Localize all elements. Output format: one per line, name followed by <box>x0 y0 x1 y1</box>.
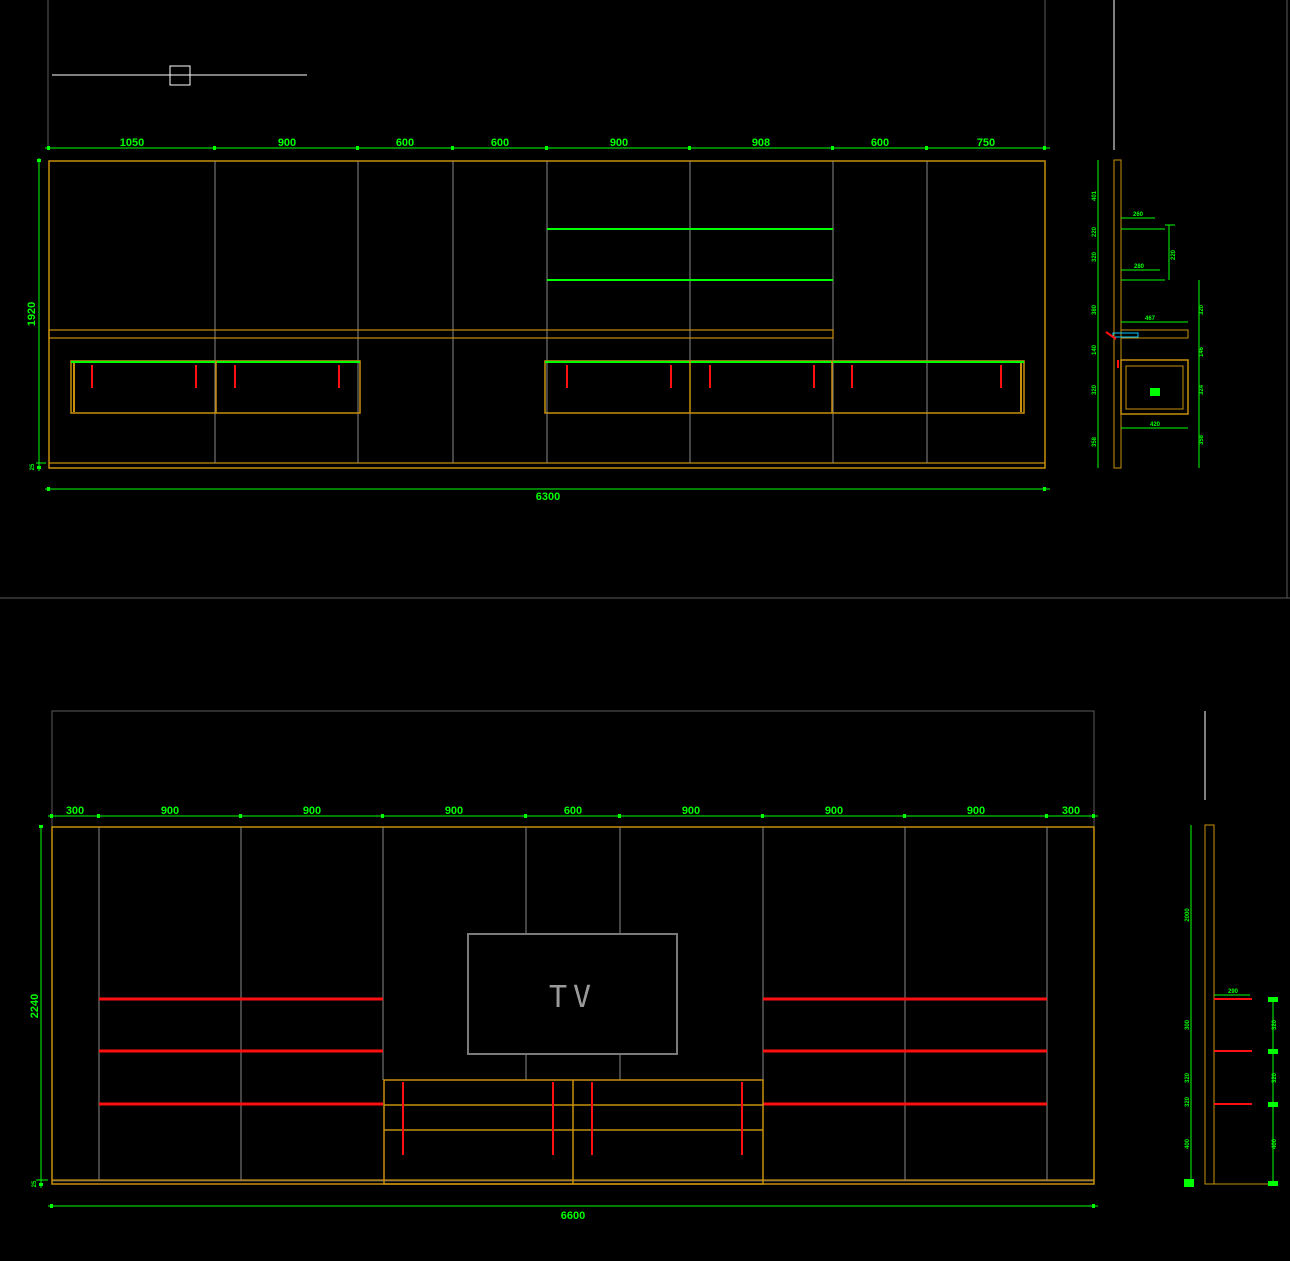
dim-label: 908 <box>752 137 770 149</box>
dim-label: 280 <box>1134 264 1145 270</box>
dim-label: 750 <box>977 137 995 149</box>
dim-label: 900 <box>161 805 179 817</box>
dim-label: 324 <box>1199 384 1205 395</box>
dim-label: 400 <box>1185 1138 1191 1149</box>
total-width-label: 6300 <box>536 491 560 503</box>
dim-label: 900 <box>682 805 700 817</box>
top-dimension-labels: 1050 900 600 600 900 908 600 750 <box>120 137 995 149</box>
dim-label: 401 <box>1092 190 1098 201</box>
dim-label: 140 <box>1092 344 1098 355</box>
dim-label: 358 <box>1199 434 1205 445</box>
dim-label: 900 <box>445 805 463 817</box>
height-label: 1920 <box>26 302 38 326</box>
dim-label: 600 <box>871 137 889 149</box>
dim-label: 380 <box>1092 304 1098 315</box>
dim-label: 900 <box>967 805 985 817</box>
elevation-2: TV <box>29 710 1098 1222</box>
dim-label: 358 <box>1092 436 1098 447</box>
dim-label: 600 <box>396 137 414 149</box>
dim-label: 467 <box>1145 316 1156 322</box>
dim-label: 300 <box>66 805 84 817</box>
dim-label: 420 <box>1150 422 1161 428</box>
dim-label: 1050 <box>120 137 144 149</box>
tv-cabinet[interactable] <box>383 1079 764 1185</box>
dim-label: 146 <box>1199 346 1205 357</box>
dim-label: 320 <box>1092 384 1098 395</box>
dim-label: 300 <box>1185 1019 1191 1030</box>
dim-label: 900 <box>610 137 628 149</box>
dim-label: 320 <box>1272 1072 1278 1083</box>
handles <box>402 1082 743 1155</box>
panel-divisions <box>214 161 928 463</box>
tv-screen[interactable]: TV <box>467 933 678 1055</box>
tv-label: TV <box>549 980 597 1015</box>
section-cabinet[interactable] <box>1120 359 1189 415</box>
dimension-lines <box>36 146 1050 491</box>
left-cabinet[interactable] <box>70 360 361 414</box>
dim-label: 600 <box>491 137 509 149</box>
glass-shelves[interactable] <box>547 228 833 281</box>
dim-label: 900 <box>303 805 321 817</box>
dim-label: 900 <box>278 137 296 149</box>
section-1: 401 220 320 380 140 320 358 320 220 146 … <box>1092 0 1205 469</box>
dim-label: 260 <box>1133 212 1144 218</box>
base-label: 25 <box>30 463 36 470</box>
dim-label: 290 <box>1228 989 1239 995</box>
height-label: 2240 <box>29 994 41 1018</box>
dim-label: 400 <box>1272 1138 1278 1149</box>
panel-divisions <box>98 827 1048 1180</box>
dimension-lines <box>36 814 1098 1208</box>
dim-label: 220 <box>1171 249 1177 260</box>
dim-label: 2000 <box>1185 908 1191 922</box>
right-cabinet[interactable] <box>544 360 1025 414</box>
long-shelf[interactable] <box>48 329 834 339</box>
elevation-1: 1050 900 600 600 900 908 600 750 6300 19… <box>26 137 1050 503</box>
dim-label: 900 <box>825 805 843 817</box>
handles <box>91 365 1002 388</box>
dim-label: 320 <box>1185 1072 1191 1083</box>
dim-label: 320 <box>1092 251 1098 262</box>
total-width-label: 6600 <box>561 1210 585 1222</box>
section-2: 2000 300 320 320 400 320 320 400 290 <box>1184 711 1278 1187</box>
crosshair-cursor <box>52 65 307 86</box>
base-label: 25 <box>32 1180 38 1187</box>
dim-label: 320 <box>1272 1019 1278 1030</box>
dim-label: 320 <box>1199 304 1205 315</box>
dim-label: 300 <box>1062 805 1080 817</box>
top-dimension-labels: 300 900 900 900 600 900 900 900 300 <box>66 805 1080 817</box>
red-shelves[interactable] <box>99 997 1047 1106</box>
dim-label: 320 <box>1185 1096 1191 1107</box>
viewport-frames <box>0 0 1290 599</box>
dim-label: 600 <box>564 805 582 817</box>
dim-label: 220 <box>1092 226 1098 237</box>
